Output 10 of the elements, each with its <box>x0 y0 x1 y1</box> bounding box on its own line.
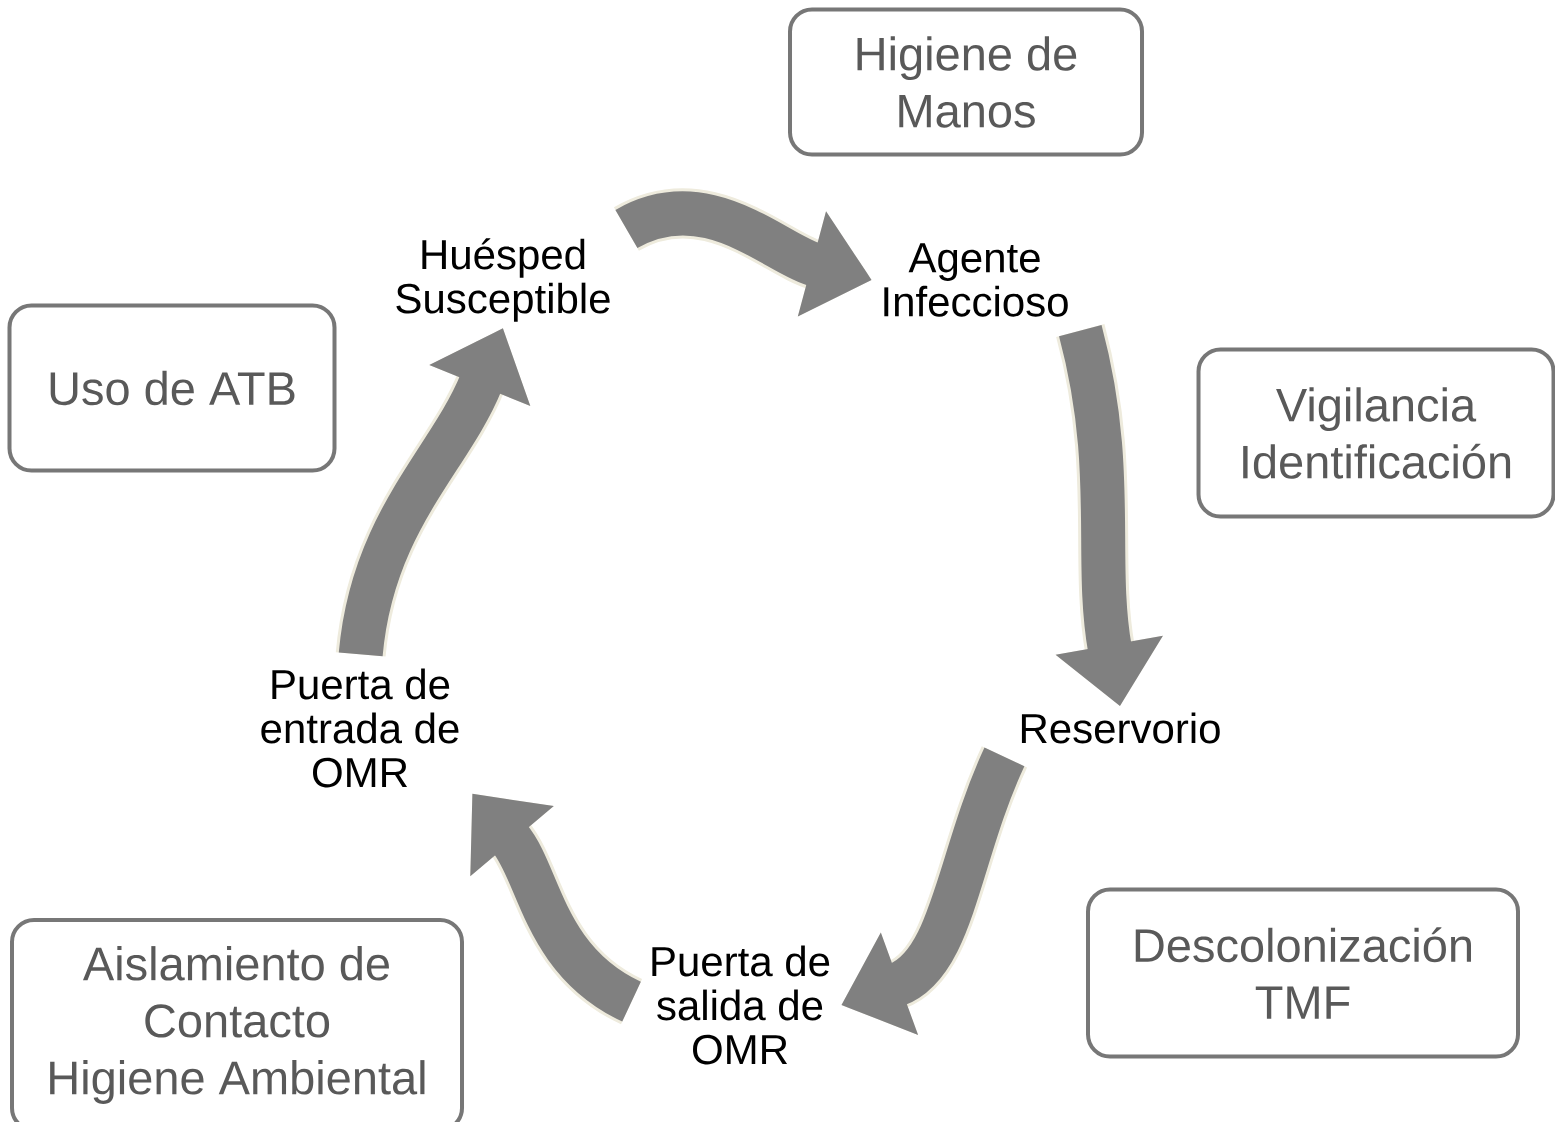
cycle-label: Puerta de entrada de OMR <box>261 668 459 788</box>
rounded-box: Higiene de Manos <box>788 7 1144 157</box>
cycle-label: Huésped Susceptible <box>396 238 610 322</box>
rounded-box: Vigilancia Identificación <box>1196 347 1555 519</box>
cycle-label: Puerta de salida de OMR <box>652 945 830 1065</box>
cycle-label: Agente Infeccioso <box>884 243 1068 317</box>
cycle-label: Reservorio <box>1021 712 1220 744</box>
rounded-box: Uso de ATB <box>7 303 337 473</box>
rounded-box: Descolonización TMF <box>1086 887 1520 1059</box>
rounded-box: Aislamiento de Contacto Higiene Ambiental <box>10 918 464 1122</box>
